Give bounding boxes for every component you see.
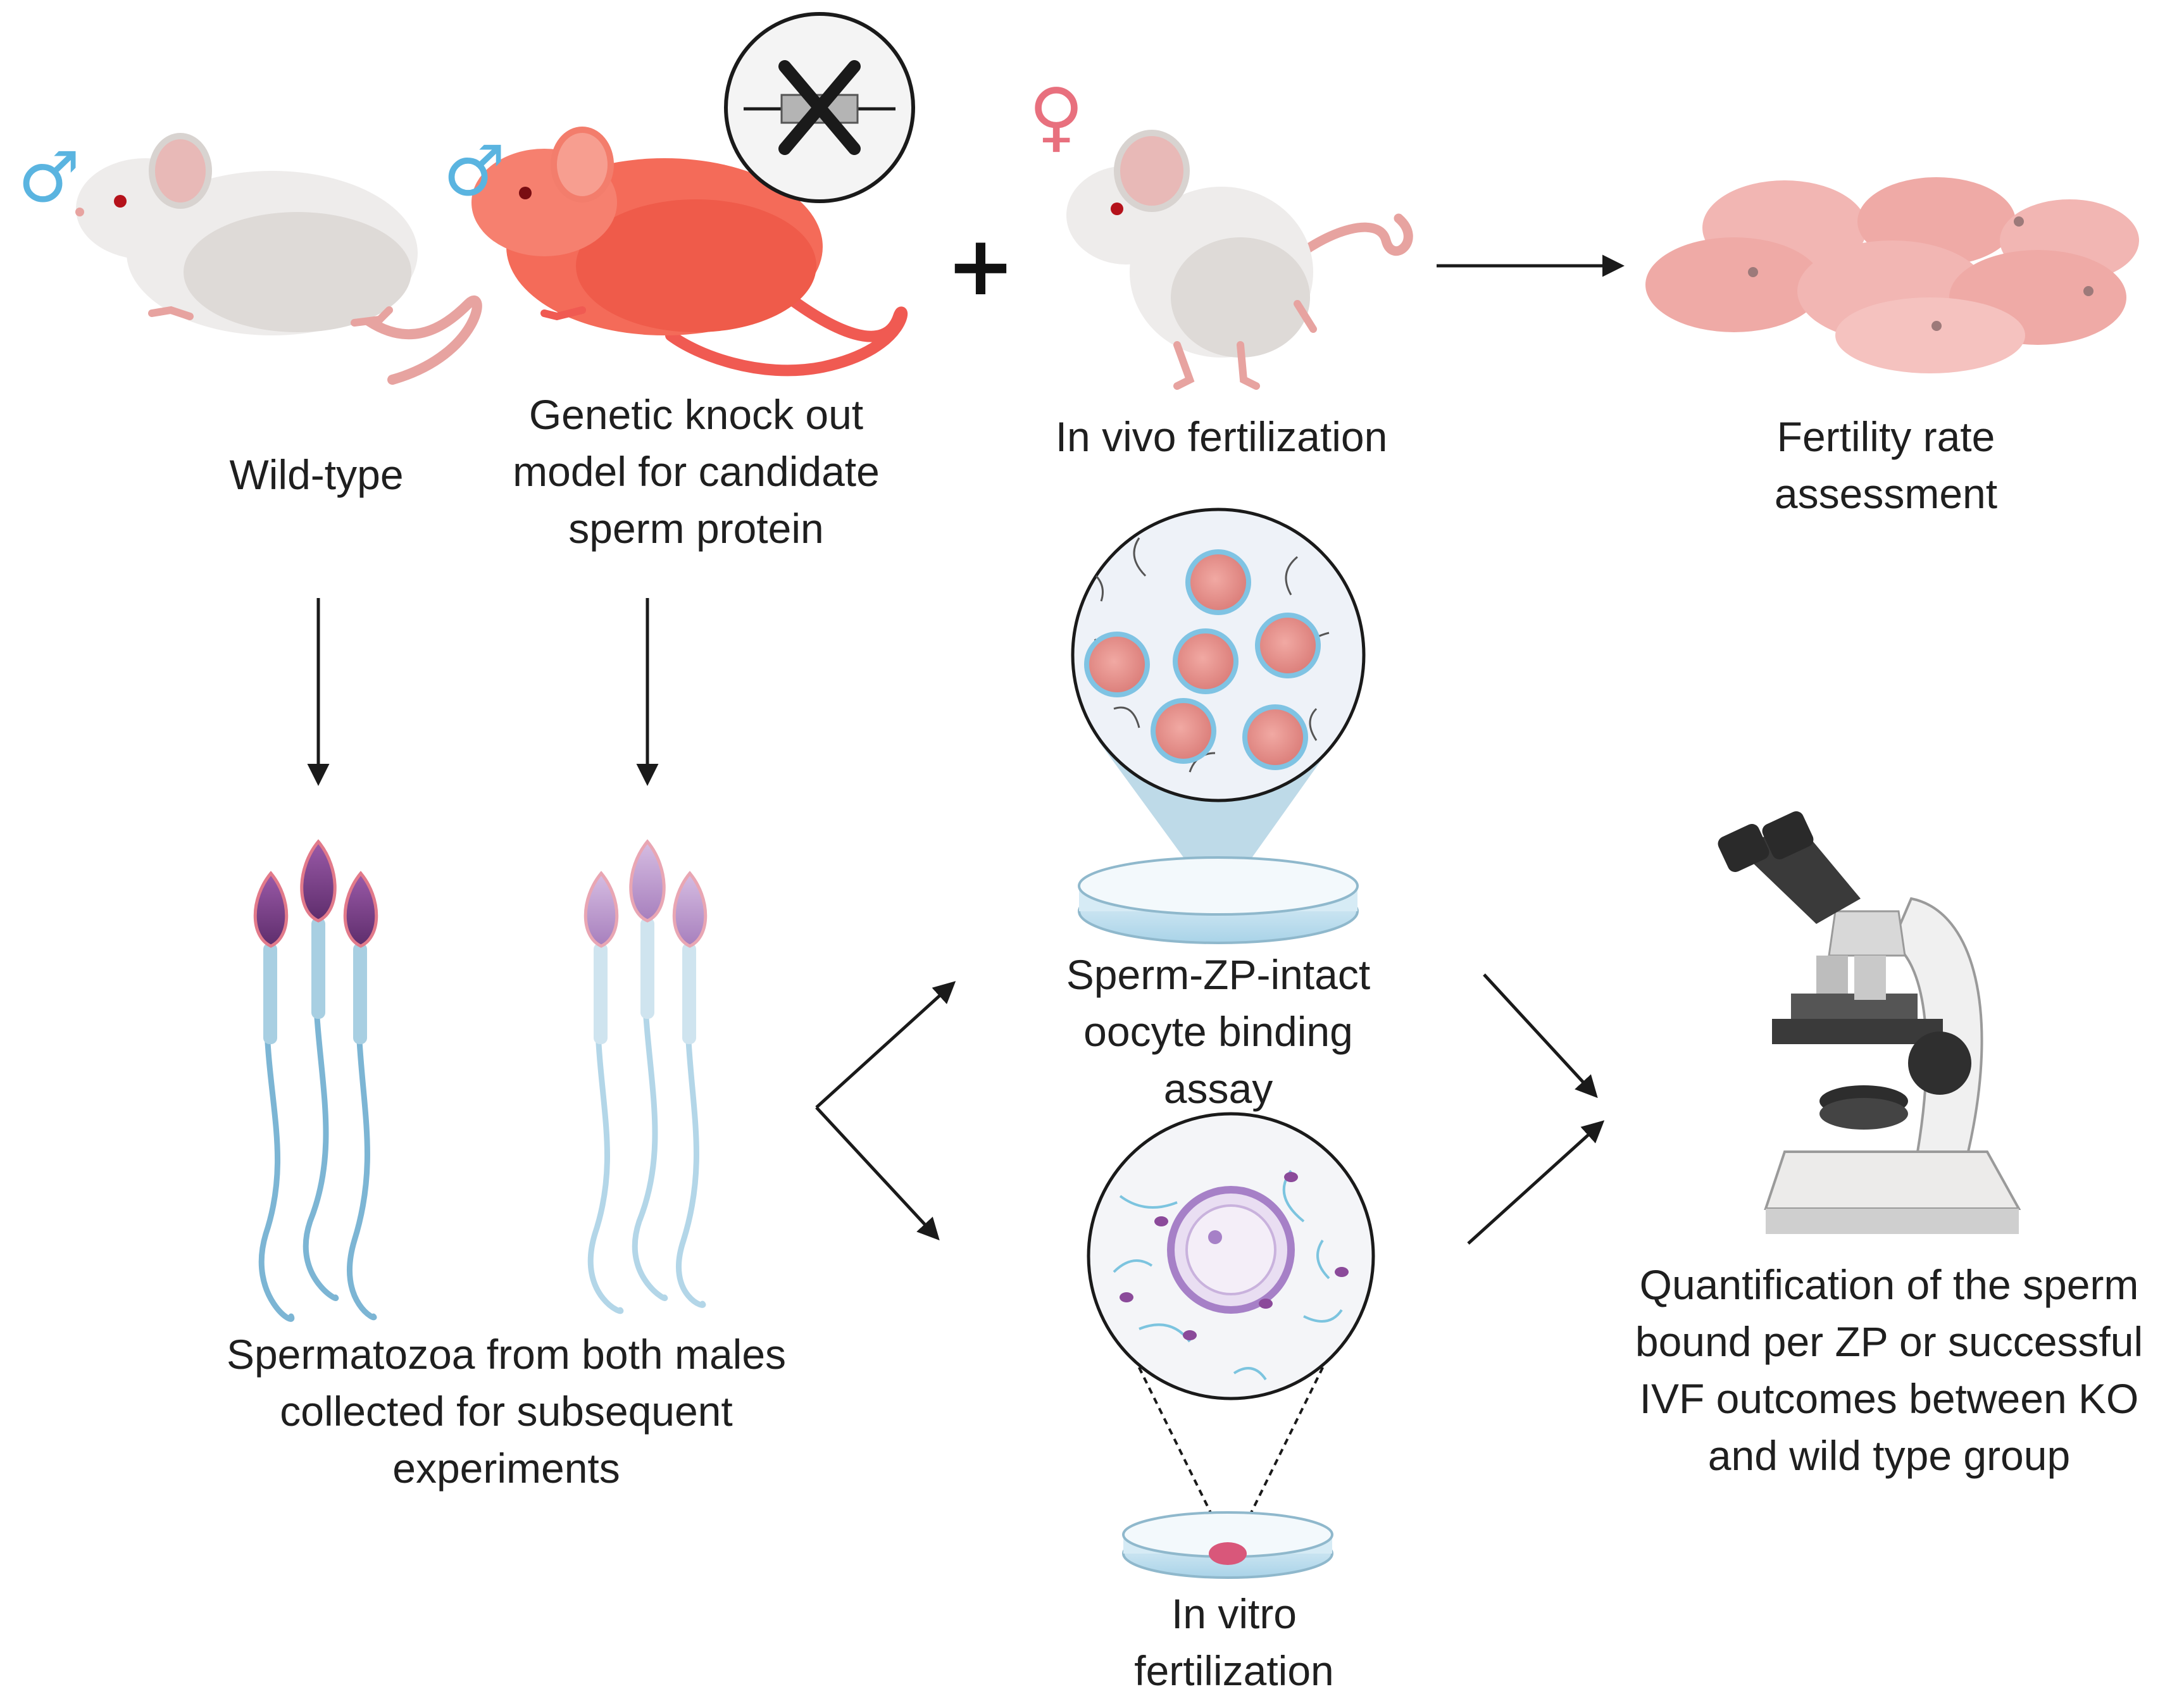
plus-sign: + xyxy=(946,218,1015,314)
quantification-label: Quantification of the sperm bound per ZP… xyxy=(1635,1261,2143,1479)
female-symbol-icon: ♀ xyxy=(1028,73,1084,161)
oocyte-icon xyxy=(1084,549,1321,770)
arrow-icon xyxy=(1483,973,1598,1099)
arrow-icon xyxy=(815,981,956,1109)
oocyte-icon xyxy=(1167,1186,1295,1314)
arrow-icon xyxy=(1467,1120,1605,1245)
arrow-icon xyxy=(815,1106,940,1241)
female-mouse xyxy=(1066,130,1413,390)
knockout-gene-icon xyxy=(724,12,915,203)
binding-assay-illustration xyxy=(1071,508,1366,944)
male-symbol-icon: ♂ xyxy=(443,130,506,211)
wild-type-sperm xyxy=(253,839,378,1322)
spermatozoa-label: Spermatozoa from both males collected fo… xyxy=(226,1331,787,1492)
wild-type-mouse xyxy=(75,133,482,385)
fertility-label: Fertility rate assessment xyxy=(1774,413,1998,517)
in-vivo-label: In vivo fertilization xyxy=(1055,413,1388,460)
male-symbol-icon: ♂ xyxy=(18,137,80,218)
petri-dish-icon xyxy=(1078,856,1359,944)
knockout-label: Genetic knock out model for candidate sp… xyxy=(513,391,880,552)
mouse-pups xyxy=(1645,177,2139,373)
binding-assay-label: Sperm-ZP-intact oocyte binding assay xyxy=(1066,951,1371,1112)
petri-dish-icon xyxy=(1122,1511,1333,1579)
microscope-icon xyxy=(1718,811,2021,1234)
knockout-mouse xyxy=(471,127,908,377)
ivf-label: In vitro fertilization xyxy=(1134,1590,1334,1694)
arrows xyxy=(307,254,1625,1245)
knockout-sperm xyxy=(583,839,708,1314)
wild-type-label: Wild-type xyxy=(229,451,404,498)
ivf-illustration xyxy=(1087,1112,1375,1579)
